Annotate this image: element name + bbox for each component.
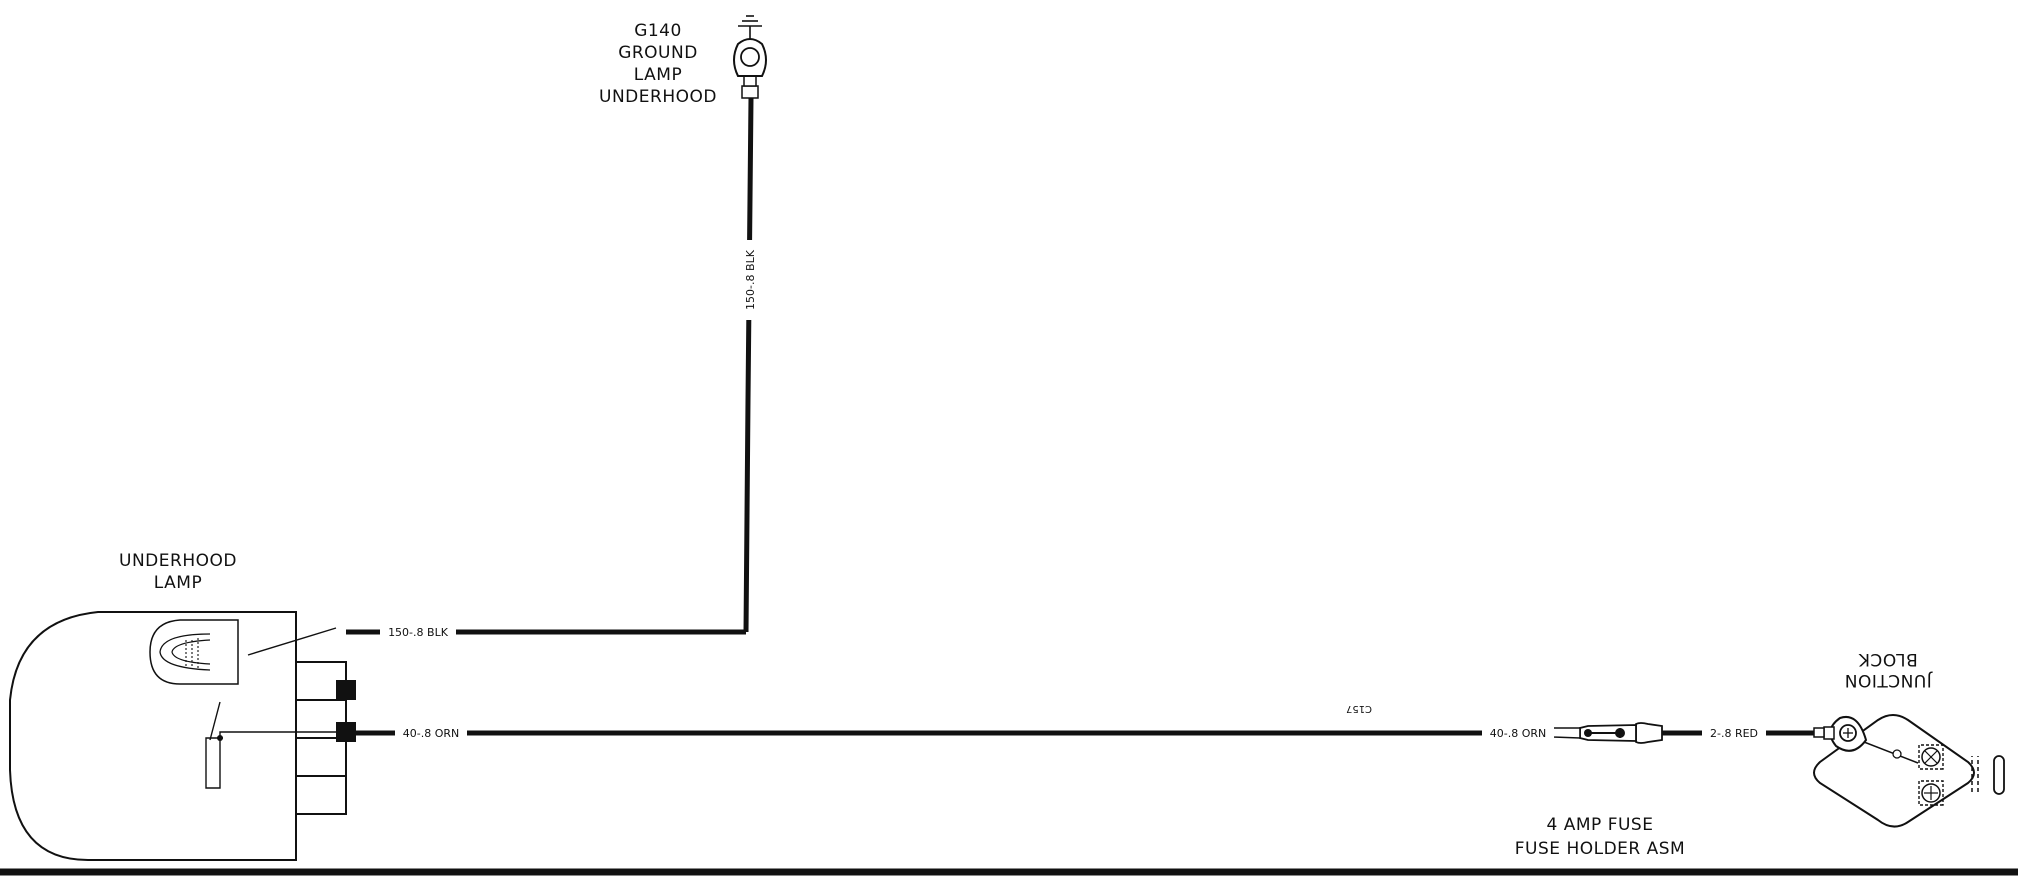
wire-label-blk-horizontal: 150-.8 BLK bbox=[388, 626, 449, 639]
connector-pin bbox=[336, 722, 356, 742]
wire-blk-vertical[interactable] bbox=[743, 97, 754, 633]
ground-label-4: G140 bbox=[634, 21, 682, 41]
junction-block-label-2: BLOCK bbox=[1858, 649, 1918, 669]
fuse-holder-label-2: 4 AMP FUSE bbox=[1547, 815, 1654, 835]
fuse-connector-label: C157 bbox=[1346, 703, 1372, 714]
junction-block[interactable]: JUNCTION BLOCK bbox=[1813, 649, 2005, 828]
underhood-lamp[interactable]: UNDERHOOD LAMP bbox=[9, 551, 356, 861]
fuse-holder-label-1: FUSE HOLDER ASM bbox=[1515, 839, 1685, 859]
underhood-lamp-label-1: UNDERHOOD bbox=[119, 551, 237, 571]
stud-terminal-icon bbox=[1918, 780, 1944, 806]
ground-ring-icon bbox=[740, 47, 760, 67]
fuse-holder[interactable]: C157 4 AMP FUSE FUSE HOLDER ASM bbox=[1346, 703, 1685, 859]
wire-label-orn-left: 40-.8 ORN bbox=[403, 727, 460, 740]
wire-label-red: 2-.8 RED bbox=[1710, 727, 1758, 740]
ground-label-2: LAMP bbox=[634, 65, 682, 85]
ground-symbol-icon bbox=[738, 15, 762, 40]
lamp-connector bbox=[295, 775, 347, 815]
stud-terminal-icon bbox=[1918, 744, 1944, 770]
ground-label-1: UNDERHOOD bbox=[599, 87, 717, 107]
ring-terminal-icon bbox=[1813, 716, 1868, 752]
wire-label-orn-right: 40-.8 ORN bbox=[1490, 727, 1547, 740]
lamp-switch-contact bbox=[209, 701, 221, 741]
ground-g140[interactable]: UNDERHOOD LAMP GROUND G140 bbox=[599, 15, 767, 107]
wire-label-blk-vertical: 150-.8 BLK bbox=[744, 249, 757, 310]
lamp-bulb-icon bbox=[149, 619, 239, 685]
ground-label-3: GROUND bbox=[618, 43, 698, 63]
junction-block-label-1: JUNCTION bbox=[1844, 670, 1933, 690]
underhood-lamp-label-2: LAMP bbox=[154, 573, 202, 593]
junction-slot-icon bbox=[1993, 755, 2005, 795]
lamp-connector bbox=[295, 737, 347, 777]
fuse-holder-body bbox=[1635, 722, 1663, 744]
connector-pin bbox=[336, 680, 356, 700]
